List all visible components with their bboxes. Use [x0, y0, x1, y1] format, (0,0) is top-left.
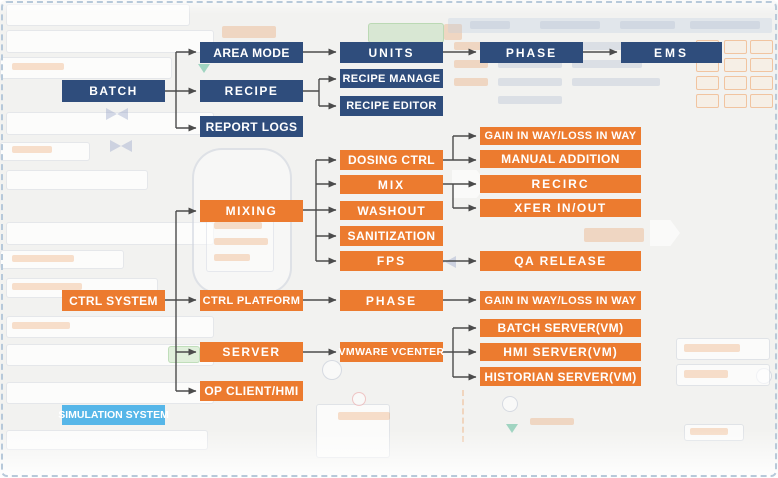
- bg-text-smudge: [530, 418, 574, 425]
- node-simulation-system: SIMULATION SYSTEM: [58, 405, 169, 425]
- bg-value-chip: [696, 76, 719, 90]
- node-ctrl-platform: CTRL PLATFORM: [200, 290, 303, 311]
- bg-instrument-circle: [322, 360, 342, 380]
- bg-text-smudge: [214, 238, 268, 245]
- bg-bar: [0, 250, 124, 269]
- bg-bar: [0, 57, 172, 79]
- bg-text-smudge: [454, 42, 488, 50]
- node-report-logs: REPORT LOGS: [200, 116, 303, 137]
- bg-table-header: [448, 18, 772, 33]
- bg-valve-triangle: [198, 64, 210, 73]
- bg-text-smudge: [338, 412, 390, 420]
- node-manual-addition: MANUAL ADDITION: [480, 150, 641, 168]
- node-recirc: RECIRC: [480, 175, 641, 193]
- node-phase-batch: PHASE: [480, 42, 583, 63]
- node-vmware-vcenter: VMWARE VCENTER: [339, 342, 444, 362]
- bg-value-chip: [750, 58, 773, 72]
- bg-text-smudge: [12, 63, 64, 70]
- bg-text-smudge: [690, 21, 760, 29]
- bg-text-smudge: [498, 78, 562, 86]
- bg-orange-badge: [584, 228, 644, 242]
- bg-value-chip: [696, 94, 719, 108]
- bg-value-chip: [724, 58, 747, 72]
- node-historian-server-vm: HISTORIAN SERVER(VM): [480, 367, 641, 386]
- bg-text-smudge: [12, 255, 74, 262]
- node-dosing-ctrl: DOSING CTRL: [340, 150, 443, 170]
- bg-text-smudge: [214, 222, 262, 229]
- bg-dashed-pipe: [462, 390, 464, 442]
- bg-bar: [0, 142, 90, 161]
- bg-orange-chip: [444, 24, 462, 40]
- node-fps: FPS: [340, 251, 443, 271]
- node-server: SERVER: [200, 342, 303, 362]
- node-batch-server-vm: BATCH SERVER(VM): [480, 319, 641, 337]
- bg-text-smudge: [454, 60, 488, 68]
- node-qa-release: QA RELEASE: [480, 251, 641, 271]
- node-op-client-hmi: OP CLIENT/HMI: [200, 381, 303, 401]
- bg-value-chip: [724, 40, 747, 54]
- bg-valve-bowtie: [106, 108, 128, 120]
- bg-valve-triangle: [506, 424, 518, 433]
- bg-box: [676, 364, 770, 386]
- node-hmi-server-vm: HMI SERVER(VM): [480, 343, 641, 361]
- bg-instrument-circle: [502, 396, 518, 412]
- bg-text-smudge: [572, 42, 650, 50]
- bg-text-smudge: [540, 21, 600, 29]
- bg-value-chip: [750, 76, 773, 90]
- bg-bar: [6, 170, 148, 190]
- node-ctrl-system: CTRL SYSTEM: [62, 290, 165, 311]
- bg-bar: [6, 222, 214, 245]
- bg-text-smudge: [222, 26, 276, 38]
- node-recipe: RECIPE: [200, 80, 303, 102]
- node-recipe-manage: RECIPE MANAGE: [340, 69, 443, 88]
- bg-text-smudge: [572, 78, 660, 86]
- node-units: UNITS: [340, 42, 443, 63]
- node-area-mode: AREA MODE: [200, 42, 303, 63]
- bg-value-chip: [724, 94, 747, 108]
- node-sanitization: SANITIZATION: [340, 226, 443, 246]
- node-washout: WASHOUT: [340, 201, 443, 220]
- bg-value-chip: [724, 76, 747, 90]
- bg-text-smudge: [620, 21, 675, 29]
- bg-text-smudge: [214, 254, 250, 261]
- node-xfer-in-out: XFER IN/OUT: [480, 199, 641, 217]
- bg-text-smudge: [12, 146, 52, 153]
- node-ems: EMS: [621, 42, 722, 63]
- bg-text-smudge: [470, 21, 510, 29]
- bg-tank-readout: [206, 214, 274, 272]
- bg-text-smudge: [684, 344, 740, 352]
- node-batch: BATCH: [62, 80, 165, 102]
- bg-text-smudge: [572, 60, 642, 68]
- bg-text-smudge: [454, 78, 488, 86]
- bg-instrument-circle: [352, 392, 366, 406]
- node-gain-in-way-1: GAIN IN WAY/LOSS IN WAY: [480, 127, 641, 145]
- bg-text-smudge: [12, 283, 82, 290]
- bg-text-smudge: [498, 96, 562, 104]
- bg-bar: [6, 30, 214, 53]
- bg-text-smudge: [12, 322, 70, 329]
- node-phase-ctrl: PHASE: [340, 290, 443, 311]
- bg-text-smudge: [498, 60, 562, 68]
- bg-value-chip: [750, 94, 773, 108]
- node-gain-in-way-2: GAIN IN WAY/LOSS IN WAY: [480, 291, 641, 310]
- bg-bar: [6, 316, 214, 338]
- bg-text-smudge: [684, 370, 728, 378]
- node-mix: MIX: [340, 175, 443, 194]
- node-mixing: MIXING: [200, 200, 303, 222]
- bg-box: [676, 338, 770, 360]
- bg-value-chip: [750, 40, 773, 54]
- bg-valve-bowtie: [110, 140, 132, 152]
- node-recipe-editor: RECIPE EDITOR: [340, 96, 443, 116]
